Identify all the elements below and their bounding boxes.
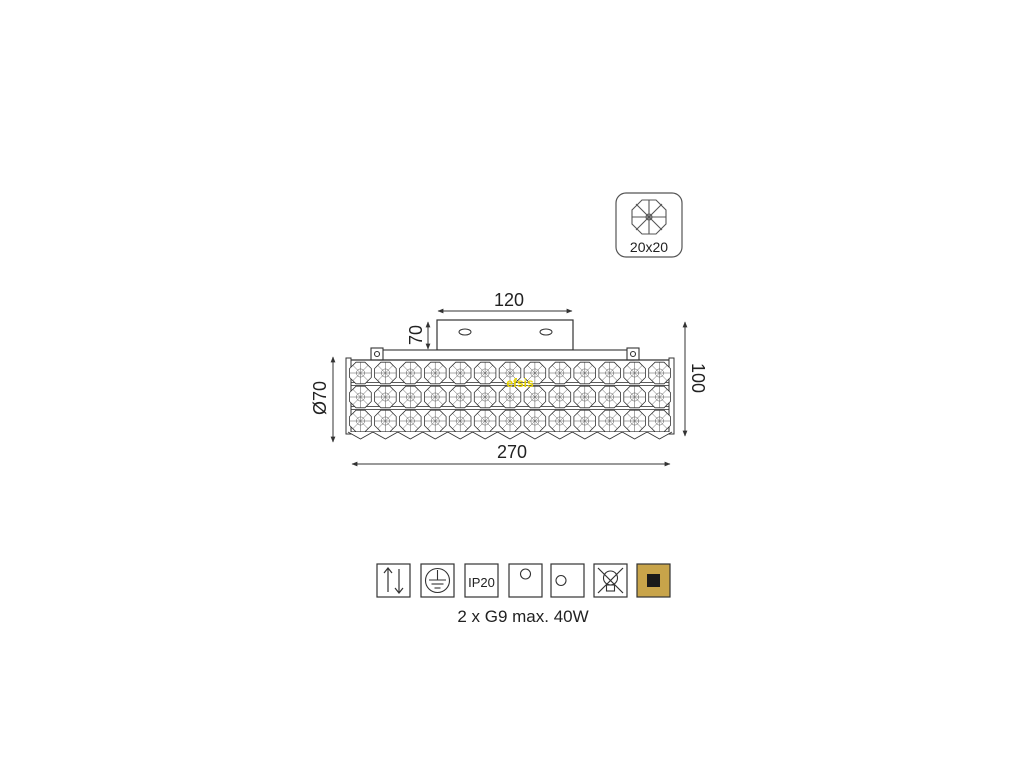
body-diameter-label: Ø70 (310, 381, 330, 415)
dimension-mount-height: 70 (406, 321, 431, 350)
top-bar (370, 347, 640, 361)
ip-rating-text: IP20 (468, 575, 495, 590)
watermark-logo: efsis (506, 376, 534, 390)
lamp-spec-text: 2 x G9 max. 40W (457, 607, 588, 626)
finish-color-icon (636, 563, 671, 598)
mount-height-label: 70 (406, 325, 426, 345)
adjustable-height-icon (376, 563, 411, 598)
ground-connection-icon (420, 563, 455, 598)
total-length-label: 270 (497, 442, 527, 462)
feature-icons: IP20 (376, 563, 671, 598)
dimension-total-length: 270 (351, 442, 671, 467)
mount-width-label: 120 (494, 290, 524, 310)
ip-rating-icon: IP20 (464, 563, 499, 598)
mounting-plate (436, 319, 574, 351)
no-dimmer-icon (593, 563, 628, 598)
crystal-size-label: 20x20 (630, 239, 668, 255)
crystal-octagon-icon (631, 199, 667, 235)
ceiling-mount-icon (508, 563, 543, 598)
dimension-body-diameter: Ø70 (310, 356, 336, 443)
total-height-label: 100 (688, 363, 708, 393)
crystal-badge: 20x20 (615, 192, 683, 258)
dimension-mount-width: 120 (437, 290, 573, 314)
crystal-body (345, 357, 675, 440)
wall-mount-icon (550, 563, 585, 598)
dimension-total-height: 100 (682, 321, 708, 437)
